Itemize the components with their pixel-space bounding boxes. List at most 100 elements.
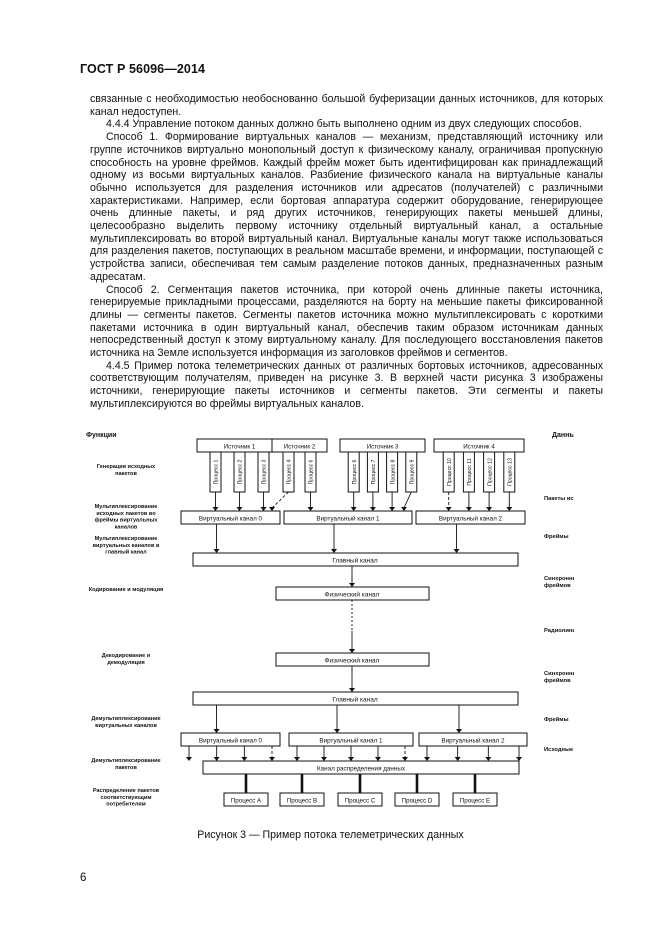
process-to-vc-arrow-head <box>486 507 493 511</box>
telemetry-flow-diagram: Функции ДанныеГенерация исходныхпакетовМу… <box>84 425 596 825</box>
consumer-process-label: Процесс C <box>345 798 376 805</box>
virtual-channel-label: Виртуальный канал 1 <box>316 515 380 523</box>
vc-to-distribution-arrow-head <box>485 757 492 761</box>
process-label: Процесс 6 <box>309 459 315 484</box>
virtual-channel-label: Виртуальный канал 2 <box>441 737 505 745</box>
figure-caption: Рисунок 3 — Пример потока телеметрически… <box>197 829 464 841</box>
process-label: Процесс 6 <box>352 459 358 484</box>
main-to-vc-arrow-head <box>213 729 220 733</box>
main-channel-box <box>192 691 519 706</box>
consumer-process-label: Процесс D <box>402 798 433 805</box>
virtual-channel-box <box>283 510 413 525</box>
process-label: Процесс 3 <box>262 459 268 484</box>
vc-to-distribution-arrow-head <box>348 757 354 761</box>
process-to-vc-arrow-head <box>307 507 314 511</box>
vc-to-distribution-arrow-head <box>454 757 461 761</box>
source-label: Источник 2 <box>284 444 316 451</box>
vc-to-distribution-arrow-head <box>294 757 300 761</box>
main-channel-label: Главный канал <box>332 696 378 704</box>
main-to-vc-arrow-head <box>334 729 340 733</box>
process-to-vc-arrow-head <box>350 507 357 511</box>
function-label: каналов <box>115 524 138 530</box>
body-text: связанные с необходимостью необоснованно… <box>90 93 603 411</box>
paragraph: Способ 2. Сегментация пакетов источника,… <box>90 283 603 360</box>
paragraph: 4.4.4 Управление потоком данных должно б… <box>106 118 582 131</box>
main-to-physical-arrow-head <box>349 583 355 587</box>
data-label: Радиолиния <box>544 628 574 634</box>
process-label: Процесс 7 <box>371 459 377 484</box>
document-header: ГОСТ Р 56096—2014 <box>80 62 206 76</box>
function-label: исходных пакетов во <box>96 511 156 517</box>
function-label: демодуляция <box>107 660 145 666</box>
data-label: Исходные пакеть <box>544 747 574 753</box>
function-label: пакетов <box>115 471 137 477</box>
process-to-vc-arrow-head <box>269 507 275 511</box>
virtual-channel-label: Виртуальный канал 0 <box>199 515 263 523</box>
source-box <box>339 438 426 453</box>
process-to-vc-arrow-head <box>445 507 452 511</box>
paragraph: Способ 1. Формирование виртуальных канал… <box>90 131 603 283</box>
function-label: потребителям <box>106 801 146 808</box>
process-label: Процесс 13 <box>508 458 514 486</box>
process-to-vc-arrow <box>403 491 412 509</box>
data-label: Синхронный пото <box>544 575 574 582</box>
process-label: Процесс 8 <box>390 459 396 484</box>
function-label: виртуальных каналов <box>95 723 157 729</box>
process-label: Процесс 2 <box>238 459 244 484</box>
page-number: 6 <box>80 872 87 884</box>
process-to-vc-arrow-head <box>369 507 376 511</box>
source-box <box>271 438 328 453</box>
function-label: Демультиплексирование <box>91 716 160 722</box>
data-label: Фреймы <box>544 716 569 723</box>
function-label: главный канал <box>105 549 147 556</box>
data-label: Пакеты источник <box>544 496 574 502</box>
consumer-process-label: Процесс B <box>287 798 317 805</box>
process-label: Процесс 12 <box>487 458 493 486</box>
main-to-vc-arrow-head <box>456 729 462 733</box>
vc-to-distribution-arrow-head <box>269 757 275 761</box>
function-label: соответствующим <box>101 795 152 801</box>
consumer-process-label: Процесс A <box>231 798 262 805</box>
process-to-vc-arrow-head <box>401 507 407 511</box>
process-label: Процесс 4 <box>287 459 293 484</box>
physical-channel-box <box>275 652 430 667</box>
data-label: Синхронный пото <box>544 670 574 677</box>
vc-to-distribution-arrow-head <box>321 757 327 761</box>
source-label: Источник 1 <box>224 444 256 451</box>
vc-to-distribution-arrow-head <box>516 757 522 761</box>
paragraph: 4.4.5 Пример потока телеметрических данн… <box>90 359 603 410</box>
data-label: фреймов <box>544 582 571 589</box>
process-label: Процесс 10 <box>447 458 453 486</box>
function-label: Демультиплексирование <box>91 758 160 764</box>
function-label: виртуальных каналов в <box>93 543 160 549</box>
vc-to-distribution-arrow-head <box>424 757 430 761</box>
physical-channel-label: Физический канал <box>325 591 380 599</box>
radio-link-arrow-head <box>349 649 355 653</box>
consumer-process-label: Процесс E <box>460 798 490 805</box>
source-label: Источник 3 <box>367 444 399 451</box>
process-to-vc-arrow-head <box>236 507 243 511</box>
functions-column-header: Функции <box>86 432 117 439</box>
main-channel-box <box>192 552 519 567</box>
process-to-vc-arrow-head <box>465 507 472 511</box>
function-label: Генерация исходных <box>97 464 156 470</box>
process-to-vc-arrow <box>271 491 289 509</box>
function-label: Мультиплексирование <box>95 504 158 510</box>
process-label: Процесс 1 <box>214 459 220 484</box>
physical-to-main-arrow-head <box>349 688 355 692</box>
process-label: Процесс 9 <box>410 459 416 484</box>
function-label: Декодирование и <box>102 653 151 659</box>
function-label: фреймы виртуальных <box>95 517 159 524</box>
vc-to-main-arrow-head <box>213 549 220 553</box>
vc-to-distribution-arrow-head <box>213 757 220 761</box>
data-column-header: Данные <box>552 432 574 439</box>
source-box <box>433 438 525 453</box>
function-label: Мультиплексирование <box>95 536 158 542</box>
physical-channel-box <box>275 586 430 601</box>
function-label: Кодирование и модуляция <box>89 587 164 593</box>
virtual-channel-label: Виртуальный канал 2 <box>439 515 503 523</box>
vc-to-distribution-arrow-head <box>375 757 381 761</box>
virtual-channel-box <box>418 732 528 747</box>
virtual-channel-box <box>180 510 281 525</box>
data-label: Фреймы <box>544 533 569 540</box>
